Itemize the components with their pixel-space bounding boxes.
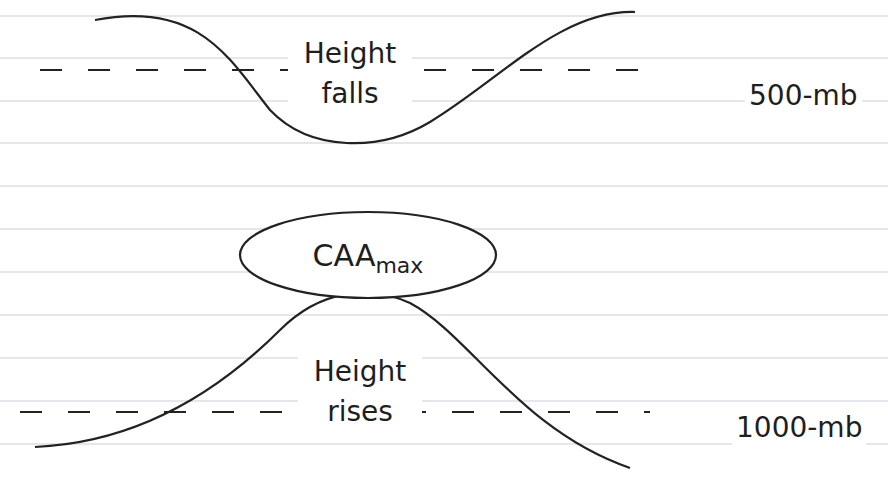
subscript-text: max — [375, 253, 423, 278]
node-text: CAA — [313, 238, 376, 273]
ellipse-node: CAAmax — [238, 210, 498, 300]
height-falls-note: Height falls — [288, 34, 412, 114]
level-label: 500-mb — [745, 76, 862, 116]
height-rises-note: Height rises — [298, 352, 422, 432]
level-label: 1000-mb — [732, 408, 866, 448]
